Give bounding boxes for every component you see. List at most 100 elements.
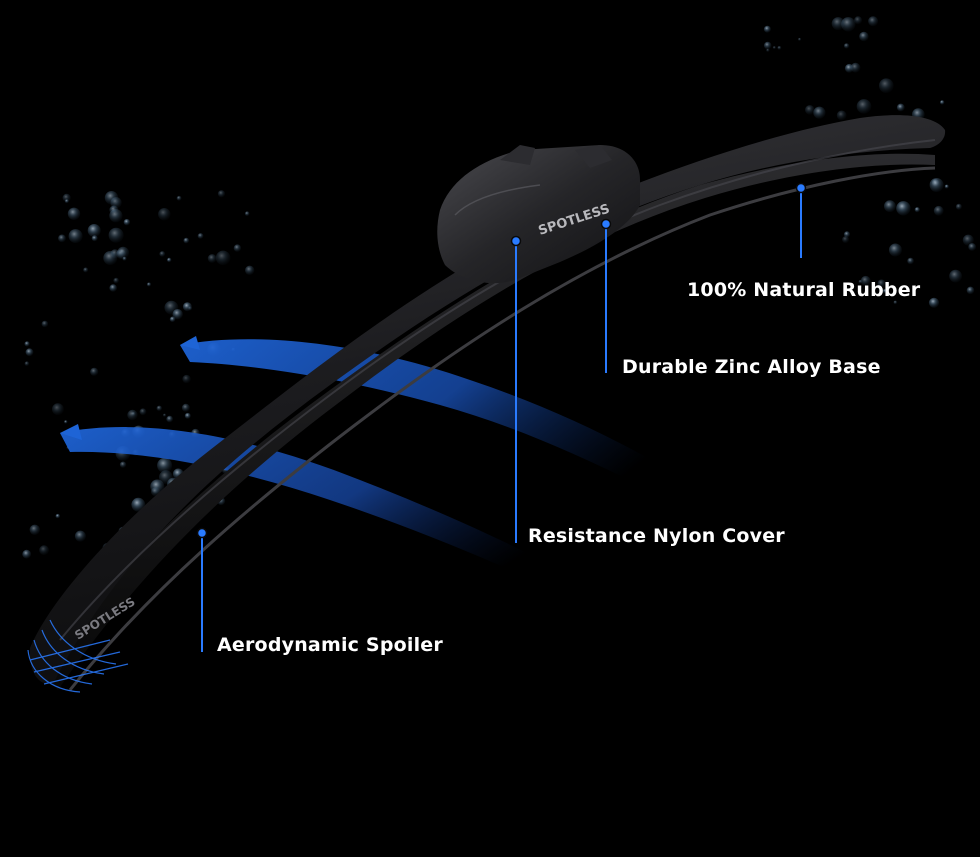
water-droplet-icon bbox=[842, 236, 850, 244]
water-droplet-icon bbox=[962, 234, 974, 246]
water-droplet-icon bbox=[856, 99, 872, 114]
callout-dot-zinc bbox=[600, 218, 612, 230]
water-droplet-icon bbox=[24, 361, 30, 367]
water-droplet-icon bbox=[113, 277, 119, 284]
water-droplet-icon bbox=[844, 63, 854, 73]
water-droplet-icon bbox=[39, 545, 49, 556]
water-droplet-icon bbox=[109, 205, 119, 215]
callout-aerodynamic-spoiler: Aerodynamic Spoiler bbox=[217, 634, 443, 656]
callout-natural-rubber: 100% Natural Rubber bbox=[687, 279, 921, 301]
water-droplet-icon bbox=[944, 184, 949, 189]
water-droplet-icon bbox=[119, 461, 127, 468]
water-droplet-icon bbox=[64, 199, 69, 204]
water-droplet-icon bbox=[117, 246, 130, 259]
water-droplet-icon bbox=[181, 403, 190, 412]
callout-dot-spoiler bbox=[196, 527, 208, 539]
water-droplet-icon bbox=[207, 254, 217, 263]
water-droplet-icon bbox=[777, 46, 782, 50]
water-droplet-icon bbox=[879, 78, 894, 93]
water-droplet-icon bbox=[74, 530, 86, 542]
water-droplet-icon bbox=[182, 374, 191, 384]
water-droplet-icon bbox=[831, 17, 845, 31]
water-droplet-icon bbox=[108, 227, 124, 243]
water-droplet-icon bbox=[244, 211, 250, 216]
water-droplet-icon bbox=[182, 302, 192, 312]
water-droplet-icon bbox=[52, 403, 64, 416]
water-droplet-icon bbox=[868, 16, 879, 27]
water-droplet-icon bbox=[55, 513, 60, 519]
water-droplet-icon bbox=[884, 200, 896, 213]
water-droplet-icon bbox=[83, 267, 89, 273]
water-droplet-icon bbox=[167, 257, 172, 263]
nylon-cover-adapter: SPOTLESS bbox=[437, 145, 640, 284]
water-droplet-icon bbox=[90, 367, 99, 376]
water-droplet-icon bbox=[813, 106, 826, 119]
water-droplet-icon bbox=[233, 244, 242, 252]
water-droplet-icon bbox=[68, 229, 83, 244]
water-droplet-icon bbox=[882, 288, 888, 294]
wiper-blade: SPOTLESS SPOTLESS bbox=[27, 115, 946, 693]
water-droplet-icon bbox=[176, 195, 182, 201]
water-droplet-icon bbox=[87, 224, 101, 237]
water-droplet-icon bbox=[139, 408, 147, 416]
water-droplet-icon bbox=[103, 251, 118, 265]
callout-dots bbox=[196, 182, 807, 539]
water-droplet-icon bbox=[29, 524, 40, 535]
water-droplet-icon bbox=[968, 243, 977, 251]
water-droplet-icon bbox=[215, 250, 231, 266]
callout-nylon-cover: Resistance Nylon Cover bbox=[528, 525, 785, 547]
water-droplet-icon bbox=[888, 243, 902, 257]
water-droplet-icon bbox=[763, 41, 772, 50]
water-droplet-icon bbox=[841, 17, 856, 32]
water-droplet-icon bbox=[64, 420, 68, 424]
water-droplet-icon bbox=[843, 43, 850, 49]
water-droplet-icon bbox=[24, 341, 30, 347]
water-droplet-icon bbox=[157, 457, 173, 473]
water-droplet-icon bbox=[109, 284, 117, 292]
water-droplet-icon bbox=[41, 320, 49, 328]
water-droplet-icon bbox=[172, 309, 183, 320]
water-droplet-icon bbox=[893, 300, 898, 305]
water-droplet-icon bbox=[955, 203, 962, 210]
water-droplet-icon bbox=[772, 46, 776, 50]
water-droplet-icon bbox=[907, 257, 914, 265]
water-droplet-icon bbox=[183, 237, 190, 244]
water-droplet-icon bbox=[798, 37, 802, 41]
water-droplet-icon bbox=[123, 219, 131, 226]
water-droplet-icon bbox=[62, 193, 71, 202]
callout-zinc-alloy-base: Durable Zinc Alloy Base bbox=[622, 356, 881, 378]
water-droplet-icon bbox=[131, 497, 146, 512]
water-droplet-icon bbox=[766, 48, 770, 52]
water-droplet-icon bbox=[158, 208, 171, 221]
end-cap-mesh bbox=[27, 619, 129, 693]
water-droplet-icon bbox=[949, 269, 962, 283]
water-droplet-icon bbox=[763, 25, 771, 33]
water-droplet-icon bbox=[859, 31, 869, 42]
water-droplet-icon bbox=[940, 100, 945, 105]
water-droplet-icon bbox=[805, 105, 815, 115]
water-droplet-icon bbox=[896, 103, 905, 112]
callout-lines bbox=[201, 188, 802, 652]
water-droplet-icon bbox=[896, 201, 911, 216]
water-droplet-icon bbox=[184, 412, 191, 419]
water-droplet-icon bbox=[929, 178, 944, 192]
airflow-arrow-icon bbox=[60, 336, 710, 598]
water-droplet-icon bbox=[928, 297, 940, 308]
water-droplet-icon bbox=[914, 207, 920, 213]
water-droplet-icon bbox=[854, 16, 863, 25]
callout-dot-nylon bbox=[510, 235, 522, 247]
water-droplet-icon bbox=[966, 286, 975, 295]
water-droplet-icon bbox=[933, 205, 944, 216]
water-droplet-icon bbox=[67, 207, 81, 220]
water-droplet-icon bbox=[147, 282, 151, 287]
water-droplet-icon bbox=[197, 233, 204, 239]
water-droplet-icon bbox=[163, 413, 167, 417]
water-droplet-icon bbox=[156, 405, 162, 411]
water-droplet-icon bbox=[877, 279, 886, 288]
water-droplet-icon bbox=[836, 110, 847, 121]
water-droplet-icon bbox=[22, 549, 32, 559]
water-droplet-icon bbox=[843, 231, 851, 238]
water-droplet-icon bbox=[245, 265, 255, 275]
water-droplet-icon bbox=[169, 316, 176, 323]
